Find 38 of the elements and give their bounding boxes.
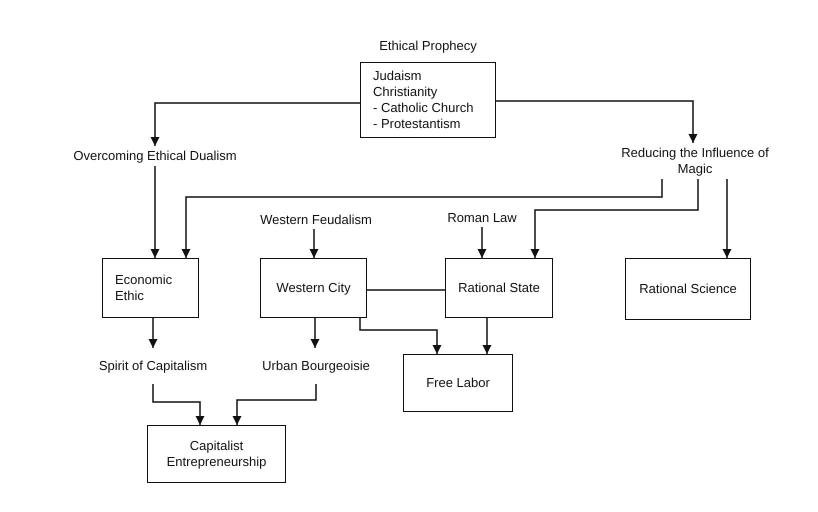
arrow xyxy=(722,179,732,258)
box-label: Free Labor xyxy=(426,375,490,391)
concept-label: Roman Law xyxy=(447,210,517,226)
concept-label: Urban Bourgeoisie xyxy=(262,358,370,374)
process-box xyxy=(445,258,553,318)
process-box xyxy=(260,258,367,318)
box-label: - Catholic Church xyxy=(373,100,474,116)
process-box xyxy=(403,354,513,412)
group-heading: Ethical Prophecy xyxy=(378,38,478,54)
box-label: - Protestantism xyxy=(373,116,460,132)
concept-label: Spirit of Capitalism xyxy=(98,358,208,374)
concept-label: Reducing the Influence of Magic xyxy=(620,145,770,177)
arrow xyxy=(359,318,442,354)
box-label: Capitalist Entrepreneurship xyxy=(166,438,268,470)
arrow xyxy=(310,229,318,258)
process-box xyxy=(625,258,751,320)
arrow xyxy=(150,166,160,258)
box-label: Christianity xyxy=(373,84,438,100)
arrow xyxy=(310,318,320,348)
arrow xyxy=(496,100,698,143)
arrow xyxy=(478,227,486,258)
concept-label: Overcoming Ethical Dualism xyxy=(73,148,237,164)
arrow xyxy=(232,384,317,425)
arrow xyxy=(152,384,204,425)
process-box xyxy=(147,425,286,483)
box-label: Rational State xyxy=(458,280,540,296)
arrow xyxy=(150,102,360,146)
box-label: Economic Ethic xyxy=(115,272,174,304)
arrow xyxy=(182,179,663,258)
arrow xyxy=(530,179,699,258)
box-label: Western City xyxy=(276,280,351,296)
connector-line xyxy=(367,289,445,291)
box-label: Judaism xyxy=(373,68,422,84)
concept-label: Western Feudalism xyxy=(260,212,372,228)
arrow xyxy=(148,318,158,348)
box-label: Rational Science xyxy=(639,281,737,297)
arrow xyxy=(482,318,492,354)
process-box xyxy=(102,258,199,318)
